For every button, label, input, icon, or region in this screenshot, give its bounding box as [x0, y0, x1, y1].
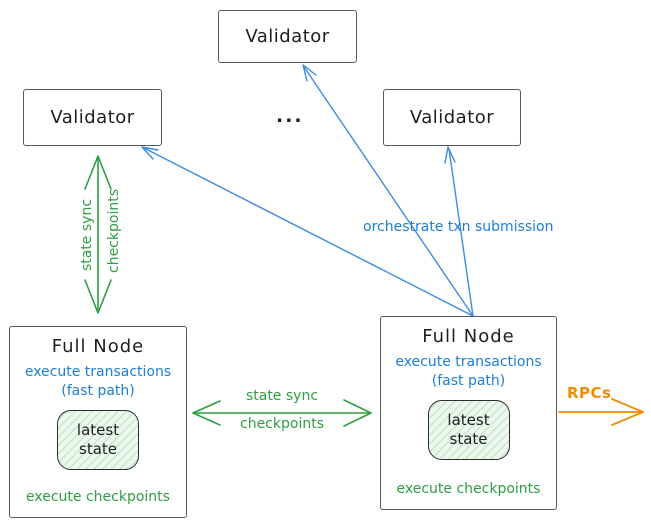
- state-sync-vertical-label-line1: state sync: [79, 198, 95, 272]
- execute-checkpoints-label: execute checkpoints: [396, 481, 541, 497]
- validator-label: Validator: [245, 26, 330, 47]
- execute-transactions-line1: execute transactions: [395, 354, 542, 370]
- full-node-box-right: Full Node execute transactions (fast pat…: [380, 316, 557, 510]
- execute-transactions-label: execute transactions (fast path): [25, 363, 171, 401]
- latest-state-line2: state: [449, 430, 488, 448]
- validator-label: Validator: [409, 107, 495, 128]
- state-sync-vertical-label-line2: checkpoints: [106, 189, 122, 273]
- rpcs-arrow: [558, 398, 644, 426]
- full-node-title: Full Node: [422, 326, 515, 347]
- validator-box-left: Validator: [23, 89, 162, 146]
- fast-path-line: (fast path): [431, 373, 506, 389]
- state-sync-horizontal-arrow: [192, 399, 372, 427]
- orchestrate-label: orchestrate txn submission: [363, 219, 554, 235]
- validator-box-right: Validator: [383, 89, 521, 146]
- orchestrate-arrows: [141, 64, 474, 317]
- fast-path-line: (fast path): [61, 383, 135, 399]
- state-sync-horizontal-label-line2: checkpoints: [240, 416, 324, 432]
- latest-state-line1: latest: [447, 411, 490, 429]
- rpcs-label: RPCs: [567, 384, 612, 402]
- execute-checkpoints-label: execute checkpoints: [26, 489, 170, 505]
- state-sync-horizontal-label-line1: state sync: [245, 388, 319, 404]
- latest-state-line2: state: [79, 440, 117, 458]
- full-node-title: Full Node: [51, 336, 145, 357]
- execute-transactions-line1: execute transactions: [24, 364, 172, 380]
- state-sync-vertical-arrow: [84, 155, 112, 314]
- validator-box-top: Validator: [218, 10, 357, 63]
- latest-state-box: latest state: [57, 410, 139, 470]
- full-node-box-left: Full Node execute transactions (fast pat…: [9, 326, 187, 518]
- validator-label: Validator: [50, 107, 135, 128]
- latest-state-box: latest state: [427, 400, 510, 460]
- validators-ellipsis: ...: [276, 105, 304, 127]
- latest-state-line1: latest: [76, 421, 120, 439]
- execute-transactions-label: execute transactions (fast path): [395, 353, 541, 391]
